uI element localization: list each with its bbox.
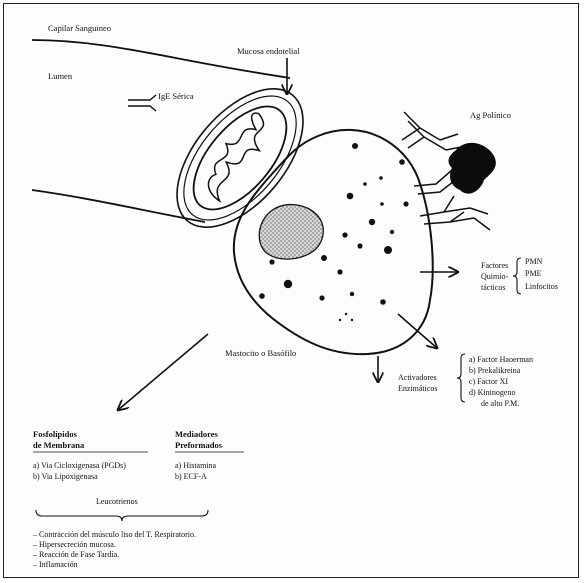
serum-ige-antibody (128, 95, 156, 111)
preformed-item: b) ECF-A (175, 472, 207, 481)
phospholipids-item: a) Via Cicloxigenasa (PGDs) (33, 461, 126, 470)
enzymatic-item: c) Factor XI (469, 377, 508, 386)
blood-capillary (32, 40, 290, 222)
capillary-label: Capilar Sanguineo (48, 23, 111, 33)
phospholipids-title: Fosfolípidos (33, 429, 78, 439)
leukotriene-brace (36, 510, 208, 521)
enzymatic-item: b) Prekalikreina (469, 366, 521, 375)
leukotriene-effect: – Hipersecreción mucosa. (32, 540, 116, 549)
leukotrienes-block: Leucotrienos – Contracción del músculo l… (32, 497, 196, 569)
preformed-title: Preformados (175, 440, 223, 450)
chemotactic-factors: Factores Quimio- tácticos PMN PME Linfoc… (481, 257, 558, 292)
lumen-label: Lumen (48, 71, 73, 81)
leukotriene-effect: – Contracción del músculo liso del T. Re… (32, 530, 196, 539)
endothelium-label: Mucosa endotelial (237, 46, 300, 56)
enzymatic-activators: Activadores Enzimáticos a) Factor Haoerm… (398, 355, 533, 408)
chemotactic-item: PMN (525, 257, 543, 266)
leukotrienes-title: Leucotrienos (96, 497, 138, 506)
mast-cell (234, 130, 433, 354)
chemotactic-title: Factores (481, 261, 508, 270)
phospholipids-item: b) Via Lipoxigenasa (33, 472, 98, 481)
leukotriene-effect: – Reacción de Fase Tardía. (32, 550, 119, 559)
enzymatic-title: Activadores (398, 373, 437, 382)
chemotactic-item: PME (525, 269, 542, 278)
enzymatic-title: Enzimáticos (398, 384, 438, 393)
enzymatic-item: d) Kininogeno (469, 388, 515, 397)
cell-nucleus (259, 205, 323, 259)
pollen-label: Ag Polínico (470, 110, 511, 120)
leukotriene-effect: – Inflamación (32, 560, 78, 569)
enzymatic-brace (457, 354, 465, 402)
chemotactic-item: Linfocitos (525, 282, 558, 291)
mastocyte-label: Mastocito o Basófilo (225, 348, 296, 358)
phospholipids-block: Fosfolípidos de Membrana a) Via Cicloxig… (33, 429, 148, 481)
chemotactic-brace (513, 258, 521, 294)
chemotactic-title: tácticos (481, 283, 505, 292)
ige-label: IgE Sérica (158, 91, 194, 101)
phospholipids-title: de Membrana (33, 440, 85, 450)
phospholipid-arrow (118, 334, 208, 410)
preformed-title: Mediadores (175, 429, 219, 439)
enzymatic-item: a) Factor Haoerman (469, 355, 533, 364)
enzymatic-item: de alto P.M. (481, 399, 519, 408)
chemotactic-title: Quimio- (481, 272, 508, 281)
pollen-antigen (449, 143, 496, 194)
preformed-mediators: Mediadores Preformados a) Histamina b) E… (175, 429, 244, 481)
preformed-item: a) Histamina (175, 461, 217, 470)
